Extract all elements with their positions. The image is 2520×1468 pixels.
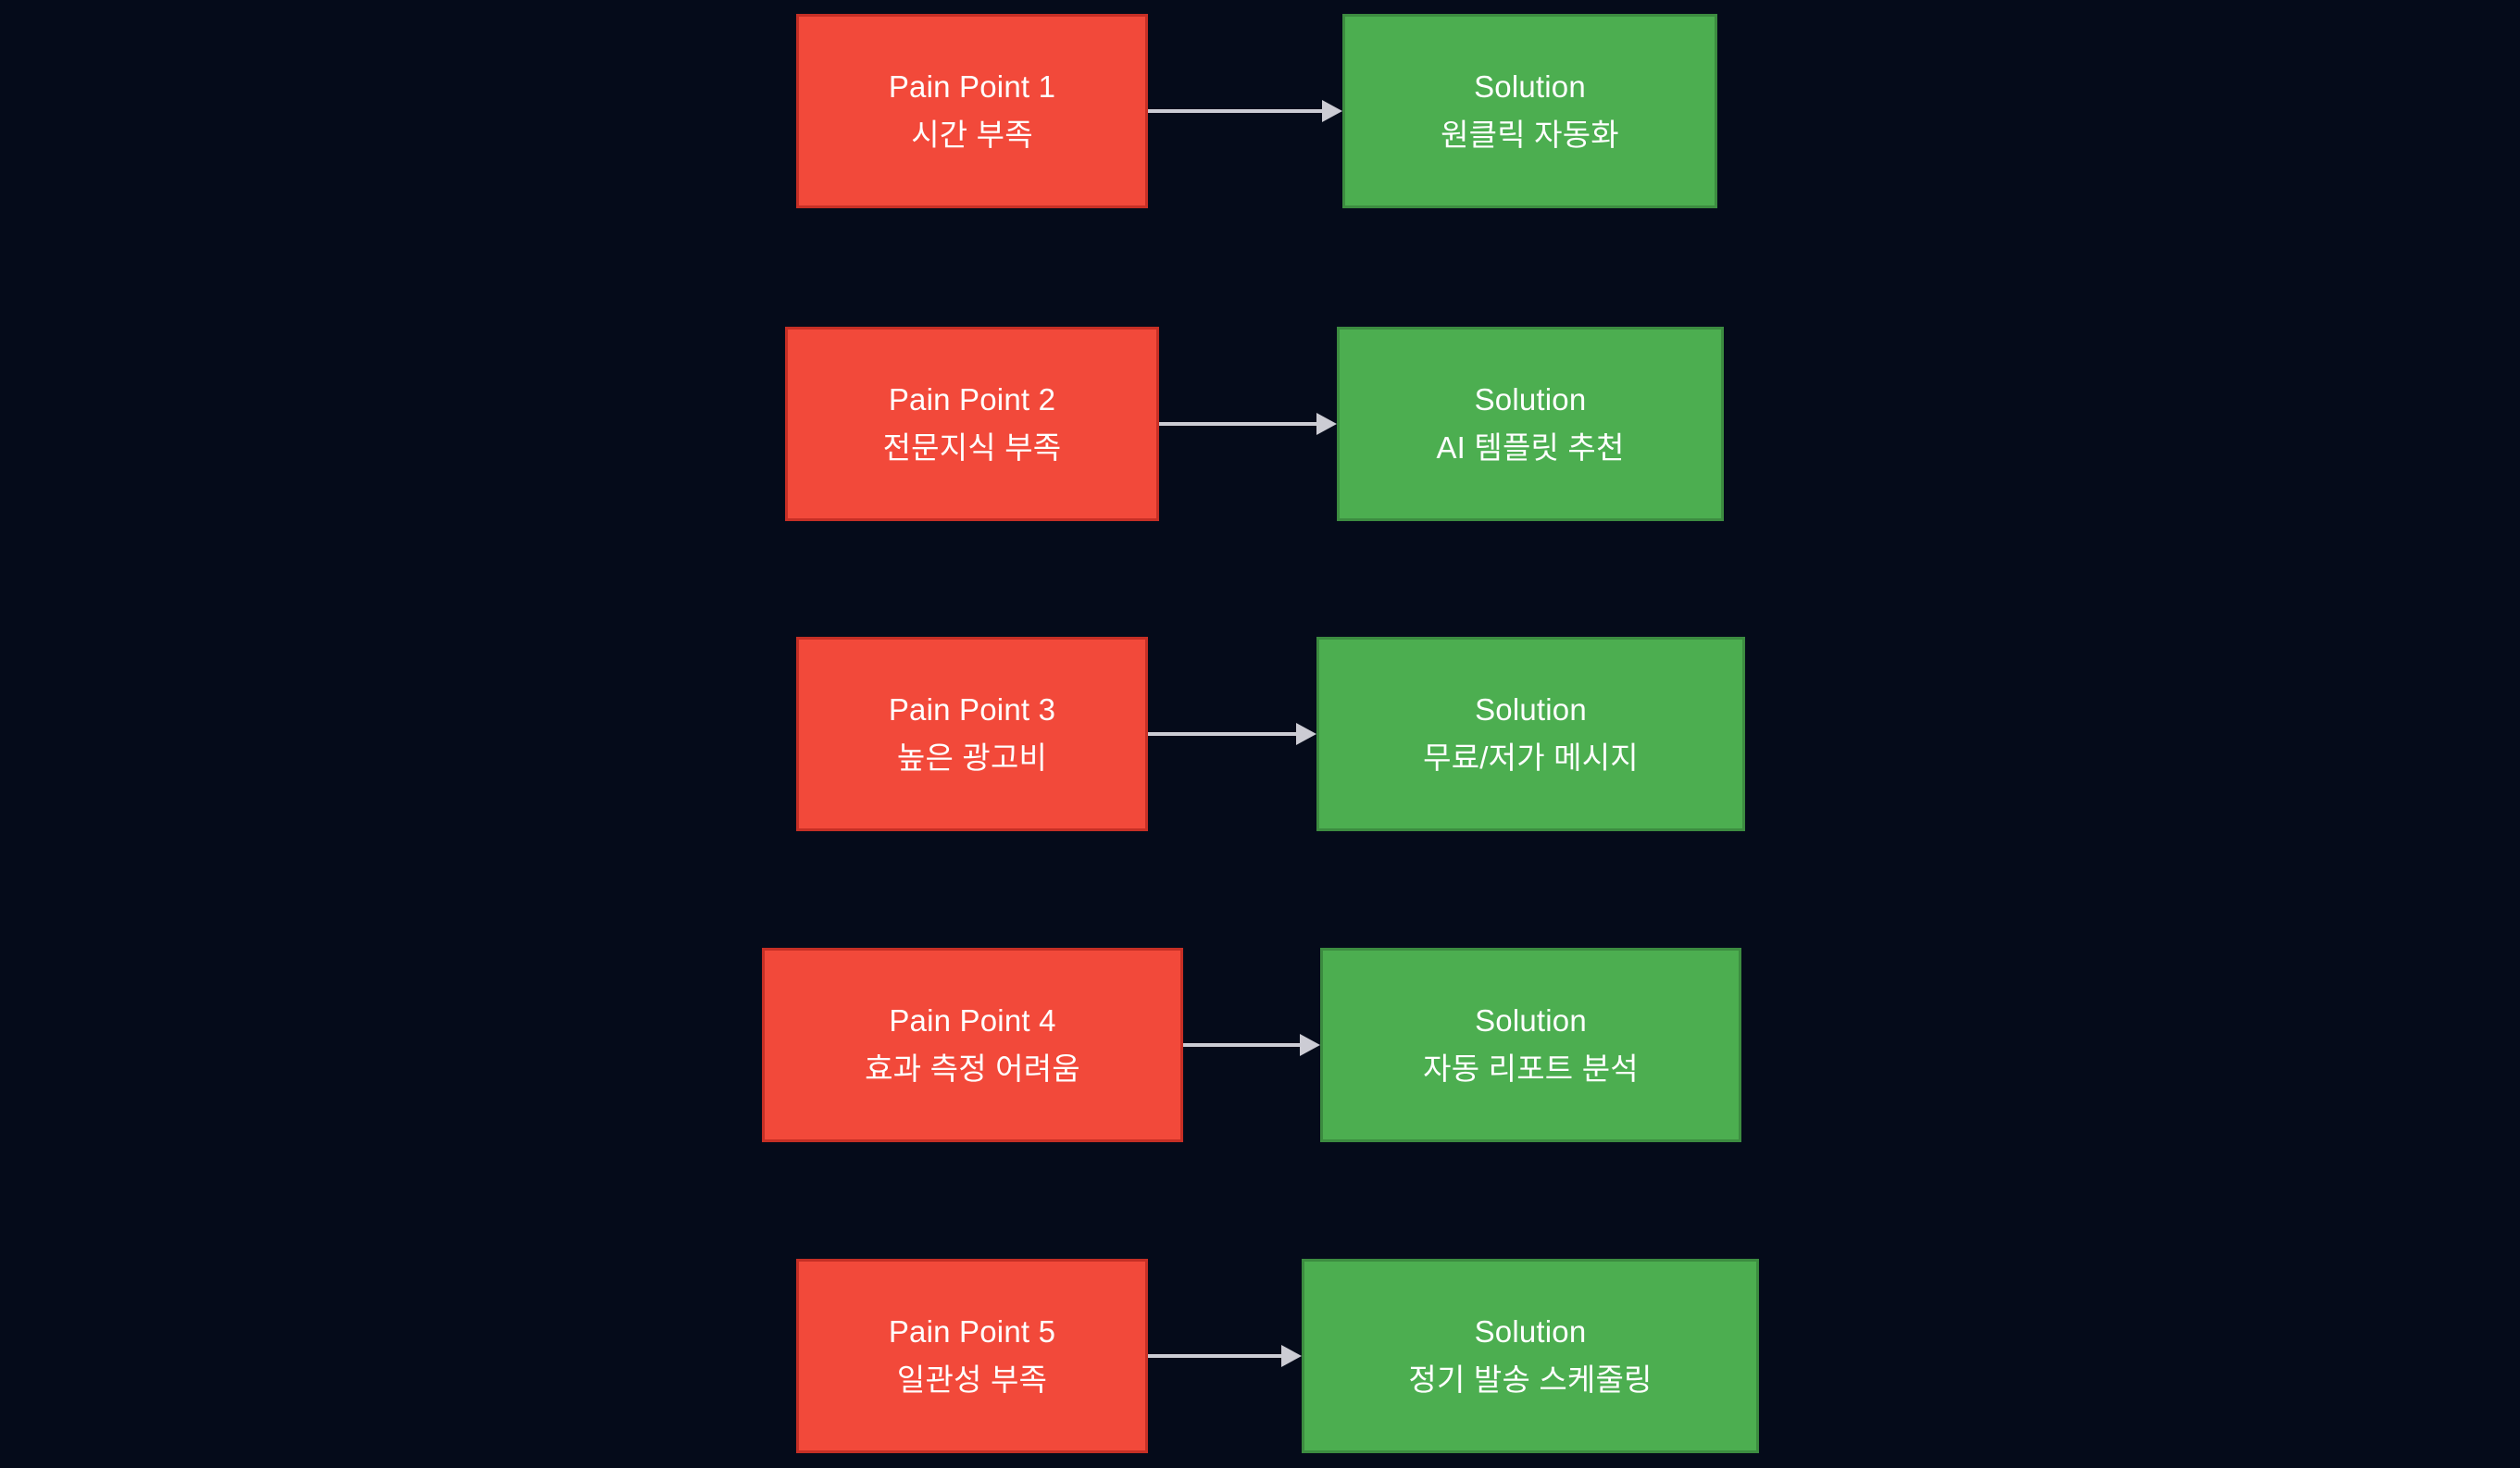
solution-node-5[interactable]: Solution 정기 발송 스케줄링 bbox=[1302, 1259, 1759, 1453]
solution-node-detail: 원클릭 자동화 bbox=[1441, 118, 1619, 152]
solution-node-title: Solution bbox=[1475, 1002, 1587, 1038]
pain-point-node-detail: 일관성 부족 bbox=[896, 1362, 1048, 1397]
solution-node-title: Solution bbox=[1474, 381, 1587, 417]
pain-point-node-detail: 효과 측정 어려움 bbox=[865, 1051, 1080, 1086]
solution-node-2[interactable]: Solution AI 템플릿 추천 bbox=[1337, 327, 1724, 521]
arrow-connector bbox=[1148, 99, 1342, 123]
solution-node-1[interactable]: Solution 원클릭 자동화 bbox=[1342, 14, 1717, 208]
solution-node-title: Solution bbox=[1475, 691, 1587, 727]
arrow-connector bbox=[1148, 1344, 1302, 1368]
pain-point-node-4[interactable]: Pain Point 4 효과 측정 어려움 bbox=[762, 948, 1183, 1142]
solution-node-detail: AI 템플릿 추천 bbox=[1436, 430, 1625, 465]
solution-node-detail: 무료/저가 메시지 bbox=[1423, 740, 1639, 775]
pain-point-node-detail: 전문지식 부족 bbox=[882, 430, 1062, 465]
solution-node-title: Solution bbox=[1474, 1313, 1587, 1349]
pain-point-node-title: Pain Point 2 bbox=[888, 381, 1056, 417]
pain-point-node-2[interactable]: Pain Point 2 전문지식 부족 bbox=[785, 327, 1159, 521]
solution-node-3[interactable]: Solution 무료/저가 메시지 bbox=[1316, 637, 1745, 831]
pain-point-node-title: Pain Point 5 bbox=[888, 1313, 1056, 1349]
solution-node-detail: 정기 발송 스케줄링 bbox=[1408, 1362, 1653, 1397]
pain-point-node-1[interactable]: Pain Point 1 시간 부족 bbox=[796, 14, 1148, 208]
pain-point-node-3[interactable]: Pain Point 3 높은 광고비 bbox=[796, 637, 1148, 831]
pain-point-node-detail: 높은 광고비 bbox=[896, 740, 1048, 775]
pain-point-node-5[interactable]: Pain Point 5 일관성 부족 bbox=[796, 1259, 1148, 1453]
pain-point-node-detail: 시간 부족 bbox=[911, 118, 1033, 152]
pain-point-node-title: Pain Point 1 bbox=[888, 68, 1056, 104]
solution-node-4[interactable]: Solution 자동 리포트 분석 bbox=[1320, 948, 1741, 1142]
solution-node-title: Solution bbox=[1474, 68, 1586, 104]
arrow-connector bbox=[1159, 412, 1337, 436]
solution-node-detail: 자동 리포트 분석 bbox=[1423, 1051, 1639, 1086]
arrow-connector bbox=[1148, 722, 1316, 746]
arrow-connector bbox=[1183, 1033, 1320, 1057]
pain-point-node-title: Pain Point 3 bbox=[888, 691, 1056, 727]
pain-point-node-title: Pain Point 4 bbox=[889, 1002, 1056, 1038]
